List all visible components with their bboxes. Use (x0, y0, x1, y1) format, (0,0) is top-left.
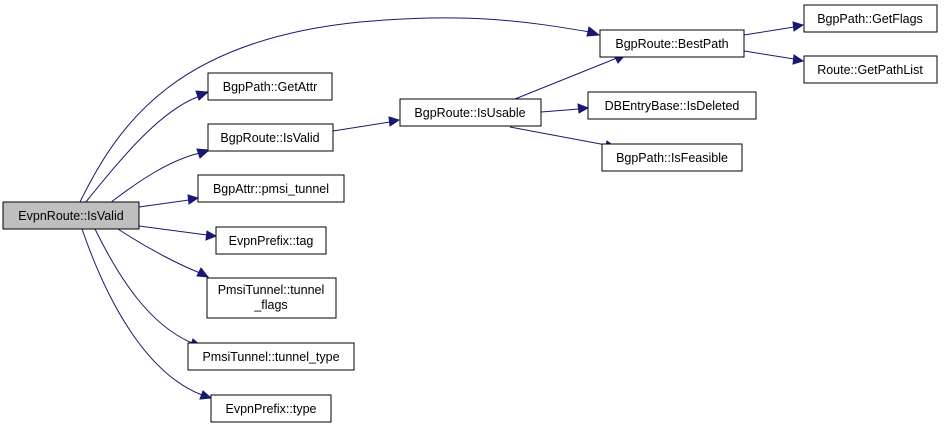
node-evpnprefix-type[interactable]: EvpnPrefix::type (210, 394, 332, 423)
node-label: BgpPath::GetFlags (817, 12, 923, 26)
node-label: PmsiTunnel::tunnel_type (202, 350, 339, 364)
node-label: EvpnRoute::IsValid (18, 209, 123, 223)
node-bgppath-isfeasible[interactable]: BgpPath::IsFeasible (601, 143, 743, 172)
edge-isusable-to-isdeleted (540, 103, 590, 114)
edge-root-to-br-isvalid (109, 148, 211, 204)
node-bgproute-isvalid[interactable]: BgpRoute::IsValid (207, 123, 334, 152)
node-label: BgpRoute::IsValid (220, 131, 319, 145)
node-label: EvpnPrefix::tag (229, 234, 314, 248)
node-bgppath-getattr[interactable]: BgpPath::GetAttr (207, 72, 333, 101)
node-label: BgpPath::IsFeasible (616, 151, 728, 165)
edge-root-to-getattr (84, 90, 210, 204)
node-label: BgpPath::GetAttr (223, 80, 318, 94)
node-label: DBEntryBase::IsDeleted (605, 99, 740, 113)
edge-root-to-ep-type (81, 228, 213, 400)
node-bgppath-getflags[interactable]: BgpPath::GetFlags (803, 4, 938, 33)
node-label: EvpnPrefix::type (225, 402, 316, 416)
node-dbentrybase-isdeleted[interactable]: DBEntryBase::IsDeleted (587, 91, 757, 120)
node-label: Route::GetPathList (817, 63, 923, 77)
edge-root-to-tag (138, 225, 218, 241)
edge-root-to-flags (117, 228, 210, 278)
edge-root-to-pmsi (138, 194, 200, 208)
node-label: BgpAttr::pmsi_tunnel (213, 182, 329, 196)
node-label: BgpRoute::IsUsable (414, 106, 525, 120)
node-pmsitunnel-tunnel-type[interactable]: PmsiTunnel::tunnel_type (187, 342, 355, 371)
edge-root-to-tunnel-type (94, 228, 203, 348)
node-pmsitunnel-tunnel-flags[interactable]: PmsiTunnel::tunnel _flags (206, 277, 337, 319)
edge-bestpath-to-getflags (743, 21, 805, 36)
node-bgpattr-pmsi-tunnel[interactable]: BgpAttr::pmsi_tunnel (197, 174, 345, 203)
edge-isvalid-to-isusable (332, 116, 401, 132)
node-label: BgpRoute::BestPath (615, 37, 728, 51)
edge-isusable-to-isfeasible (509, 126, 617, 151)
node-evpnprefix-tag[interactable]: EvpnPrefix::tag (215, 226, 327, 255)
edge-root-to-bestpath (79, 17, 601, 203)
node-bgproute-bestpath[interactable]: BgpRoute::BestPath (599, 29, 745, 58)
node-route-getpathlist[interactable]: Route::GetPathList (803, 55, 938, 84)
node-bgproute-isusable[interactable]: BgpRoute::IsUsable (399, 98, 542, 127)
node-label-line1: PmsiTunnel::tunnel (218, 283, 325, 297)
edge-bestpath-to-getpathlist (743, 50, 805, 65)
node-evpnroute-isvalid[interactable]: EvpnRoute::IsValid (2, 201, 140, 230)
node-label-line2: _flags (253, 298, 287, 312)
